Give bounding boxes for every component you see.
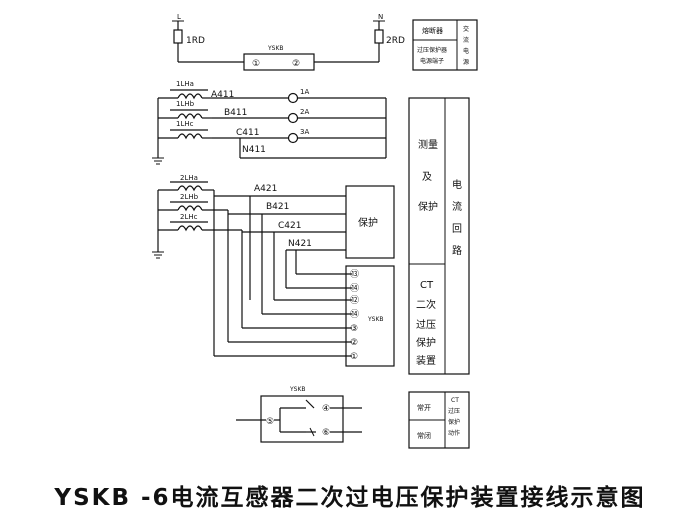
ammeter-3a-label: 3A — [300, 128, 309, 136]
loop-2: 流 — [452, 200, 462, 213]
contact-device-name: YSKB — [289, 386, 306, 393]
ammeter-1a-label: 1A — [300, 88, 309, 96]
ammeter-1a — [287, 92, 299, 104]
ammeter-2a-label: 2A — [300, 108, 309, 116]
ct-protect-5: 装置 — [416, 354, 436, 367]
contact-term-5: ⑤ — [266, 417, 274, 427]
coil-1lhc-label: 1LHc — [176, 120, 194, 128]
action-4: 动作 — [448, 429, 460, 437]
legend-device-1: 过压保护器 — [417, 46, 447, 54]
coil-1lhb-label: 1LHb — [176, 100, 195, 108]
contact-term-6: ⑥ — [322, 428, 330, 438]
protection-label: 保护 — [358, 216, 378, 229]
ct-group-1: 1LHa 1LHb 1LHc A411 B411 C411 1A 2A 3A — [152, 80, 387, 165]
ct-group-2: 2LHa 2LHb 2LHc A421 B421 C421 N421 — [152, 174, 395, 356]
diagram-title: YSKB -6电流互感器二次过电压保护装置接线示意图 — [54, 485, 646, 511]
ct-protect-1: CT — [420, 280, 434, 291]
power-legend-box — [412, 19, 478, 71]
ct-protect-3: 过压 — [416, 318, 436, 331]
power-terminal-2: ② — [292, 59, 300, 69]
wire-n421: N421 — [288, 239, 312, 249]
l-label: L — [177, 13, 181, 21]
yskb-power-label: YSKB — [267, 45, 284, 52]
ct-protect-4: 保护 — [416, 336, 436, 349]
fuse-2rd-label: 2RD — [386, 36, 405, 46]
measure-3: 保护 — [418, 200, 438, 213]
ct-protect-2: 二次 — [416, 298, 436, 311]
terminal-2: ② — [350, 338, 358, 348]
coil-2lhb — [177, 205, 203, 212]
loop-1: 电 — [452, 178, 462, 191]
coil-1lha-label: 1LHa — [176, 80, 194, 88]
action-2: 过压 — [448, 407, 460, 415]
coil-2lhc-label: 2LHc — [180, 213, 198, 221]
fuse-2rd — [374, 29, 384, 44]
right-panel-box — [408, 97, 470, 375]
terminal-13: ⑬ — [350, 269, 359, 280]
ammeter-3a — [287, 132, 299, 144]
terminal-3: ③ — [350, 324, 358, 334]
terminal-14a: ⑭ — [350, 283, 359, 294]
coil-1lha — [177, 93, 203, 100]
right-panel: 测量 及 保护 电 流 回 路 CT 二次 过压 保护 装置 — [408, 97, 470, 375]
coil-2lha-label: 2LHa — [180, 174, 198, 182]
terminal-block-name: YSKB — [367, 316, 384, 323]
measure-2: 及 — [422, 171, 432, 183]
terminal-12: ⑫ — [350, 295, 359, 306]
power-terminal-1: ① — [252, 59, 260, 69]
wire-b421: B421 — [266, 202, 289, 212]
coil-2lhc — [177, 225, 203, 232]
protection-box — [345, 185, 395, 259]
action-3: 保护 — [448, 418, 460, 426]
power-supply-section: L N 1RD 2RD YSKB ① ② 熔断器 过压保护器 电源端子 交 流 … — [172, 13, 478, 71]
wire-c421: C421 — [278, 221, 301, 231]
loop-3: 回 — [452, 223, 462, 235]
coil-2lha — [177, 185, 203, 192]
legend-ac-3: 电 — [463, 47, 469, 55]
wire-a411: A411 — [211, 90, 234, 100]
terminal-block: YSKB ⑬ ⑭ ⑫ ⑭ ③ ② ① — [214, 265, 395, 367]
coil-1lhc — [177, 133, 203, 140]
coil-2lhb-label: 2LHb — [180, 193, 199, 201]
legend-ac-4: 源 — [463, 58, 469, 66]
contact-box — [260, 395, 344, 443]
terminal-14b: ⑭ — [350, 309, 359, 320]
yskb-terminal-box — [345, 265, 395, 367]
yskb-power-terminals — [243, 53, 315, 71]
action-1: CT — [451, 397, 459, 404]
legend-ac-2: 流 — [463, 36, 469, 44]
ammeter-2a — [287, 112, 299, 124]
contact-no-label: 常开 — [417, 403, 431, 412]
legend-ac-1: 交 — [463, 25, 469, 33]
wire-n411: N411 — [242, 145, 266, 155]
terminal-1: ① — [350, 352, 358, 362]
fuse-1rd — [173, 29, 183, 44]
contact-section: YSKB ⑤ ④ ⑥ 常开 常闭 CT 过压 保护 动作 — [236, 386, 470, 449]
wire-a421: A421 — [254, 184, 277, 194]
fuse-1rd-label: 1RD — [186, 36, 205, 46]
contact-nc-label: 常闭 — [417, 431, 431, 440]
legend-device-2: 电源端子 — [420, 57, 444, 65]
legend-fuse: 熔断器 — [422, 26, 443, 35]
no-contact-switch — [305, 399, 315, 409]
contact-term-4: ④ — [322, 404, 330, 414]
n-label: N — [378, 13, 383, 21]
loop-4: 路 — [452, 244, 462, 257]
wire-c411: C411 — [236, 128, 259, 138]
measure-1: 测量 — [418, 138, 438, 151]
wire-b411: B411 — [224, 108, 247, 118]
coil-1lhb — [177, 113, 203, 120]
